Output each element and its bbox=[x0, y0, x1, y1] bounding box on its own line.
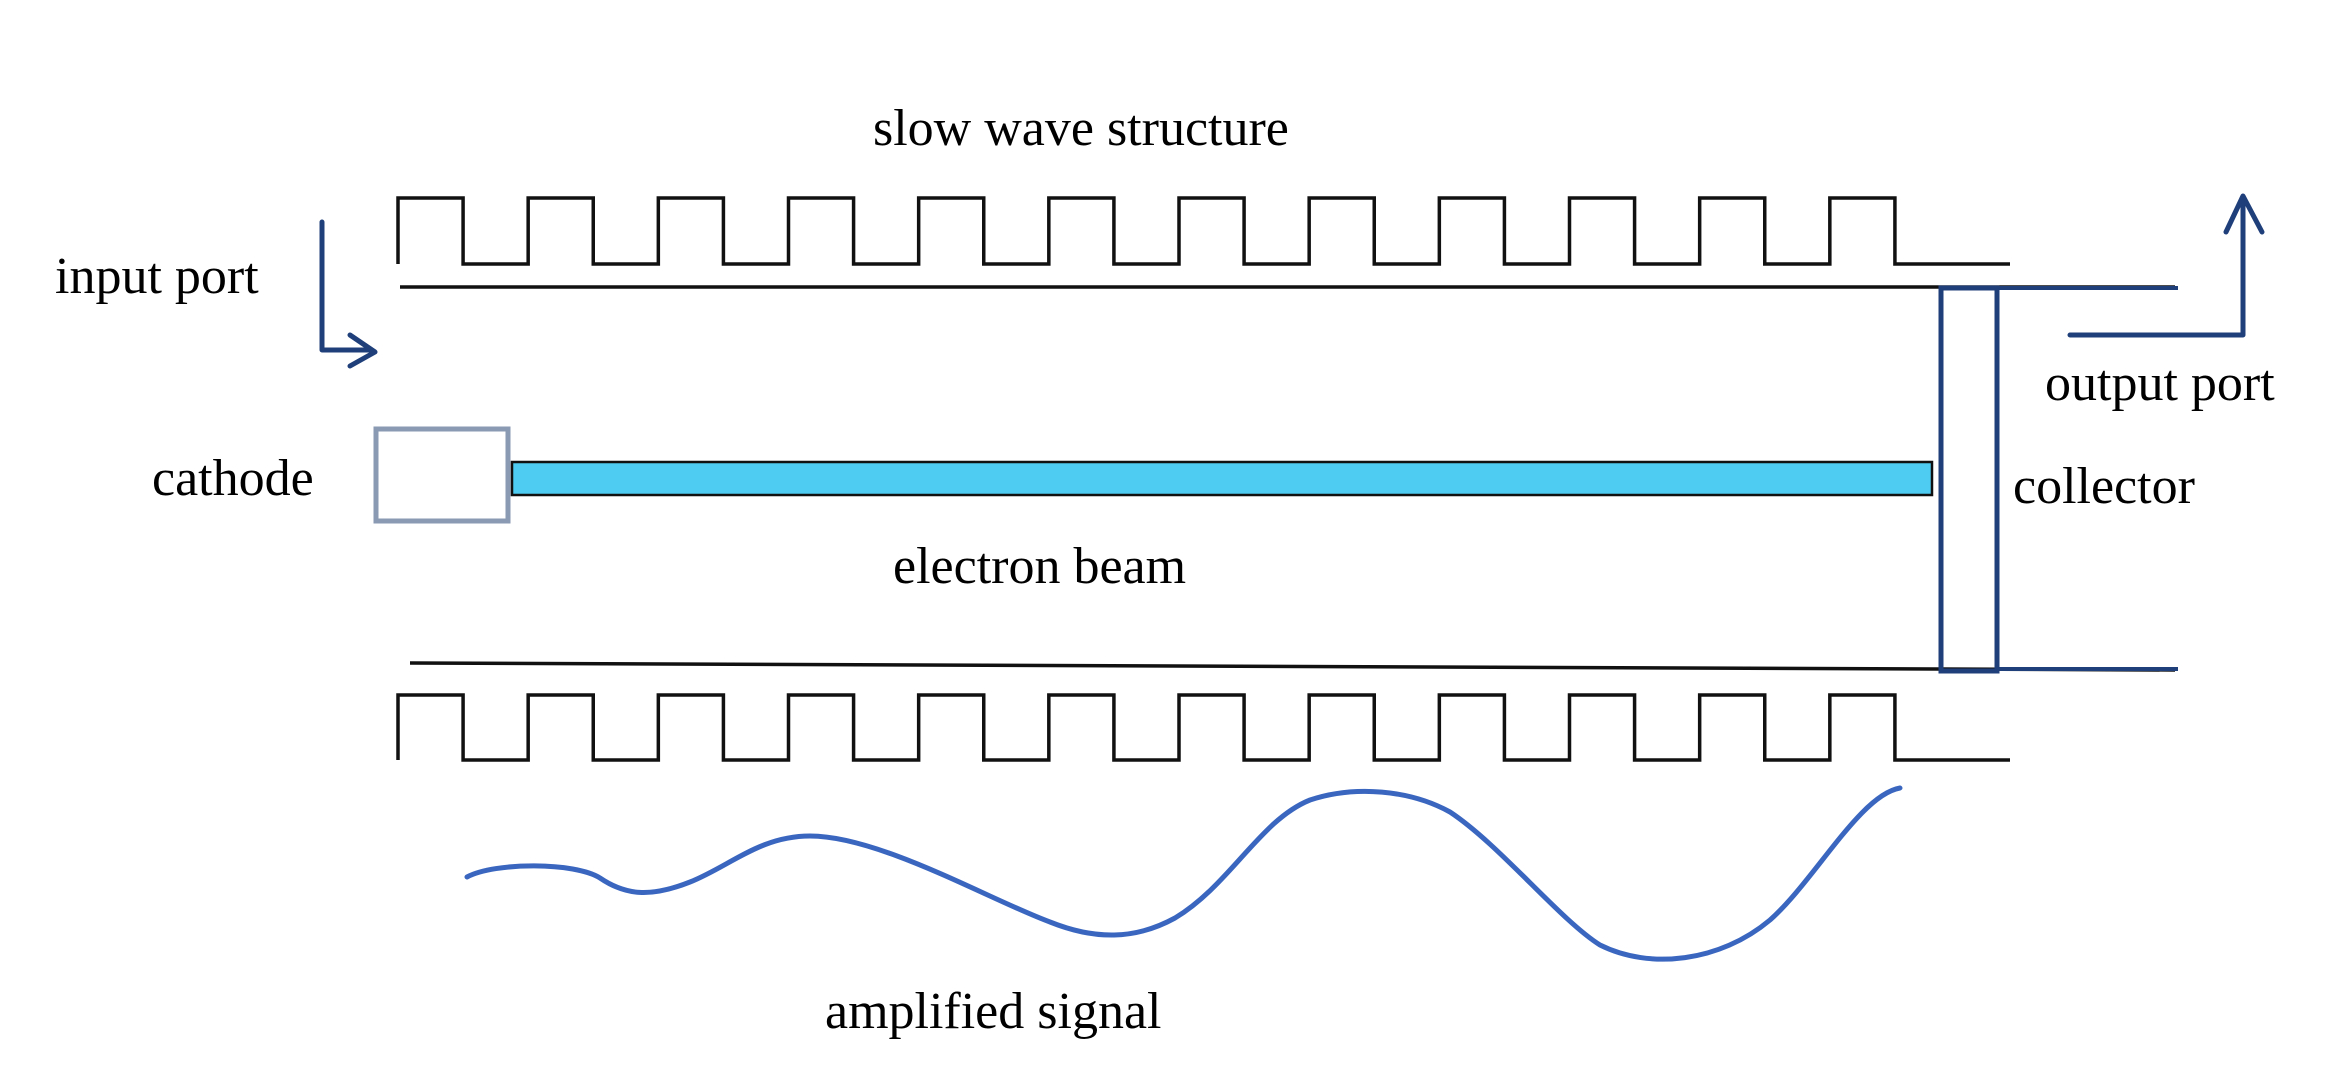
collector-label: collector bbox=[2013, 458, 2195, 515]
output-arrow-icon bbox=[2067, 193, 2265, 338]
slow-wave-structure-bottom bbox=[396, 693, 2010, 762]
amplified-signal-label: amplified signal bbox=[825, 983, 1161, 1040]
collector-box bbox=[1938, 285, 2000, 674]
slow-wave-structure-top bbox=[396, 196, 2010, 266]
amplified-signal-wave bbox=[464, 785, 1903, 962]
electron-beam-label: electron beam bbox=[893, 538, 1186, 595]
electron-beam bbox=[512, 462, 1932, 495]
cathode-box bbox=[373, 426, 511, 524]
electron-beam-outline bbox=[510, 460, 1934, 497]
cathode-label: cathode bbox=[152, 450, 314, 507]
slow-wave-structure-label: slow wave structure bbox=[873, 100, 1289, 157]
input-arrow-icon bbox=[319, 219, 378, 369]
output-port-label: output port bbox=[2045, 355, 2275, 412]
input-port-label: input port bbox=[55, 248, 259, 305]
bottom-wall-line bbox=[409, 661, 2176, 672]
